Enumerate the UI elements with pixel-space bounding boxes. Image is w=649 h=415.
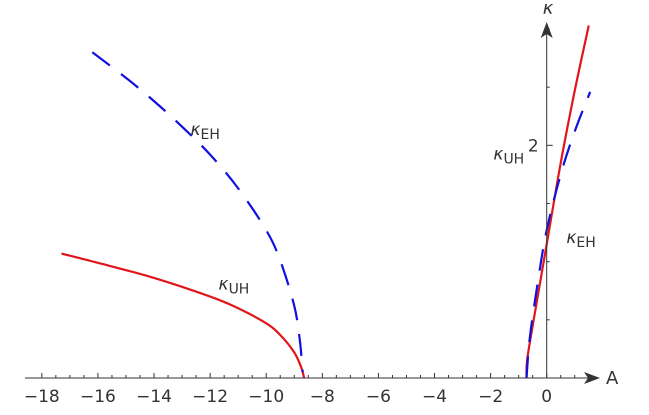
annotation-subscript: EH: [576, 235, 595, 251]
annotation-symbol: κ: [493, 144, 503, 164]
solid-curve-1: [525, 25, 590, 379]
axes-layer: A κ: [25, 0, 619, 389]
dashed-curve-2: [91, 51, 304, 373]
curve-annotation: κUH: [493, 144, 524, 167]
curve-annotation: κEH: [190, 120, 219, 143]
solid-curve-0: [61, 252, 306, 379]
x-tick-label: −12: [192, 387, 228, 407]
x-tick-label: 0: [541, 387, 552, 407]
x-axis-label: A: [606, 368, 619, 389]
y-axis-label: κ: [543, 0, 554, 19]
curves-layer: [61, 25, 592, 379]
x-tick-label: −18: [24, 387, 60, 407]
curve-annotation: κUH: [219, 275, 250, 298]
curve-annotation: κEH: [566, 228, 595, 251]
ticks-layer: −18 −16 −14 −12 −10 −8 −6 −4 −2 0 2: [24, 28, 576, 407]
y-tick-label: 2: [528, 136, 539, 156]
x-tick-label: −16: [80, 387, 116, 407]
y-axis-arrow: [540, 22, 553, 38]
x-tick-label: −6: [366, 387, 391, 407]
x-axis-arrow: [584, 372, 600, 384]
annotation-symbol: κ: [190, 120, 200, 140]
x-tick-label: −14: [136, 387, 172, 407]
annotation-subscript: EH: [201, 127, 220, 143]
x-tick-label: −2: [478, 387, 503, 407]
annotation-subscript: UH: [503, 151, 524, 167]
x-tick-label: −4: [422, 387, 447, 407]
x-tick-label: −8: [310, 387, 335, 407]
annotation-symbol: κ: [219, 275, 229, 295]
x-tick-label: −10: [248, 387, 284, 407]
annotation-symbol: κ: [566, 228, 576, 248]
annotation-subscript: UH: [229, 282, 250, 298]
